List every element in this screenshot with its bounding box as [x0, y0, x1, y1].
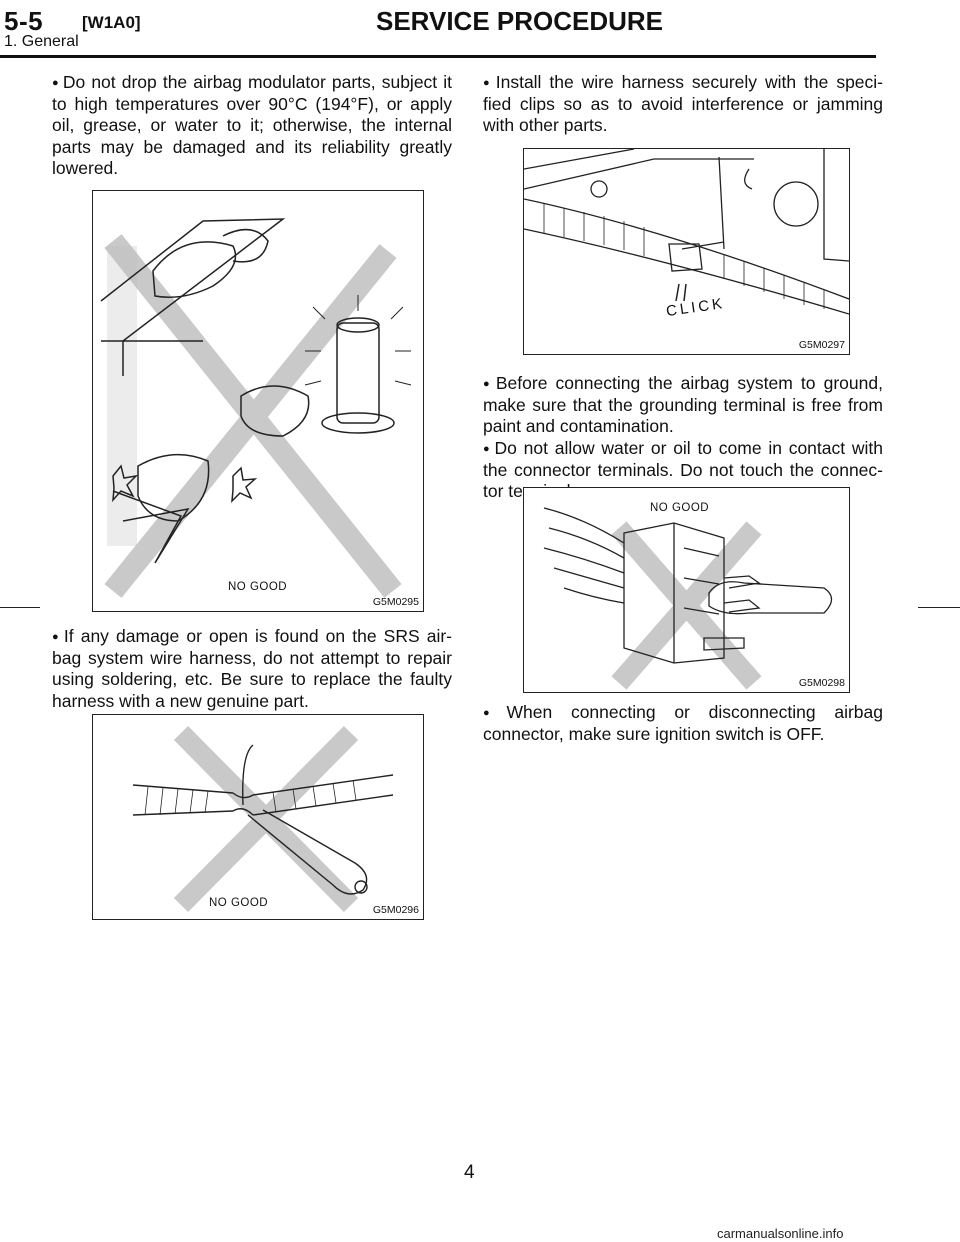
header-rule: [0, 55, 876, 58]
figure-connector-terminals: NO GOOD G5M0298: [523, 487, 850, 693]
figure-code: G5M0298: [798, 677, 845, 689]
bullet-icon: ●: [483, 77, 493, 89]
bullet-icon: ●: [52, 77, 60, 89]
no-good-label: NO GOOD: [228, 581, 288, 593]
section-code: [W1A0]: [82, 13, 141, 32]
right-column-middle: ●Before connecting the airbag system to …: [483, 373, 883, 502]
footer-watermark: carmanualsonline.info: [717, 1226, 844, 1241]
section-number: 5-5: [4, 6, 44, 36]
left-column-lower: ●If any damage or open is found on the S…: [52, 626, 452, 712]
paragraph-text: Install the wire harness securely with t…: [483, 72, 883, 136]
page-subtitle: 1. General: [4, 33, 79, 50]
right-margin-mark: [918, 607, 960, 608]
figure-airbag-modulator: NO GOOD G5M0295: [92, 190, 424, 612]
no-good-label: NO GOOD: [650, 502, 710, 514]
left-margin-mark: [0, 607, 40, 608]
paragraph-text: Do not drop the airbag modulator parts, …: [52, 72, 452, 178]
paragraph-text: Before connecting the airbag system to g…: [483, 373, 883, 437]
figure-wire-harness-soldering: NO GOOD G5M0296: [92, 714, 424, 920]
paragraph-text: Do not allow water or oil to come in con…: [483, 437, 883, 502]
paragraph-text: When connecting or disconnecting airbag …: [483, 702, 883, 745]
no-good-label: NO GOOD: [209, 897, 269, 909]
page-number: 4: [464, 1162, 475, 1183]
right-column-lower: ●When connecting or disconnecting airbag…: [483, 702, 883, 745]
bullet-paragraph: ●Do not allow water or oil to come in co…: [483, 438, 883, 503]
airbag-modulator-illustration: [100, 218, 412, 598]
figure-code: G5M0295: [372, 596, 419, 608]
bullet-paragraph: ●If any damage or open is found on the S…: [52, 626, 452, 712]
right-column: ●Install the wire harness securely with …: [483, 72, 883, 137]
bullet-paragraph: ●Do not drop the airbag modulator parts,…: [52, 72, 452, 179]
page-title: SERVICE PROCEDURE: [376, 6, 664, 36]
bullet-paragraph: ●Install the wire harness securely with …: [483, 72, 883, 137]
bullet-paragraph: ●Before connecting the airbag system to …: [483, 373, 883, 438]
page-header: 5-5 [W1A0] SERVICE PROCEDURE 1. General: [0, 0, 960, 60]
connector-illustration: [543, 507, 833, 690]
harness-clip-illustration: [524, 149, 849, 315]
bullet-icon: ●: [483, 378, 493, 390]
figure-code: G5M0296: [372, 904, 419, 916]
bullet-icon: ●: [52, 631, 61, 643]
figure-code: G5M0297: [798, 339, 845, 351]
soldering-illustration: [132, 725, 394, 913]
bullet-icon: ●: [483, 707, 504, 719]
bullet-paragraph: ●When connecting or disconnecting airbag…: [483, 702, 883, 745]
paragraph-text: If any damage or open is found on the SR…: [52, 626, 452, 711]
left-column: ●Do not drop the airbag modulator parts,…: [52, 72, 452, 179]
figure-harness-clip: CLICK G5M0297: [523, 148, 850, 355]
bullet-icon: ●: [483, 442, 492, 455]
